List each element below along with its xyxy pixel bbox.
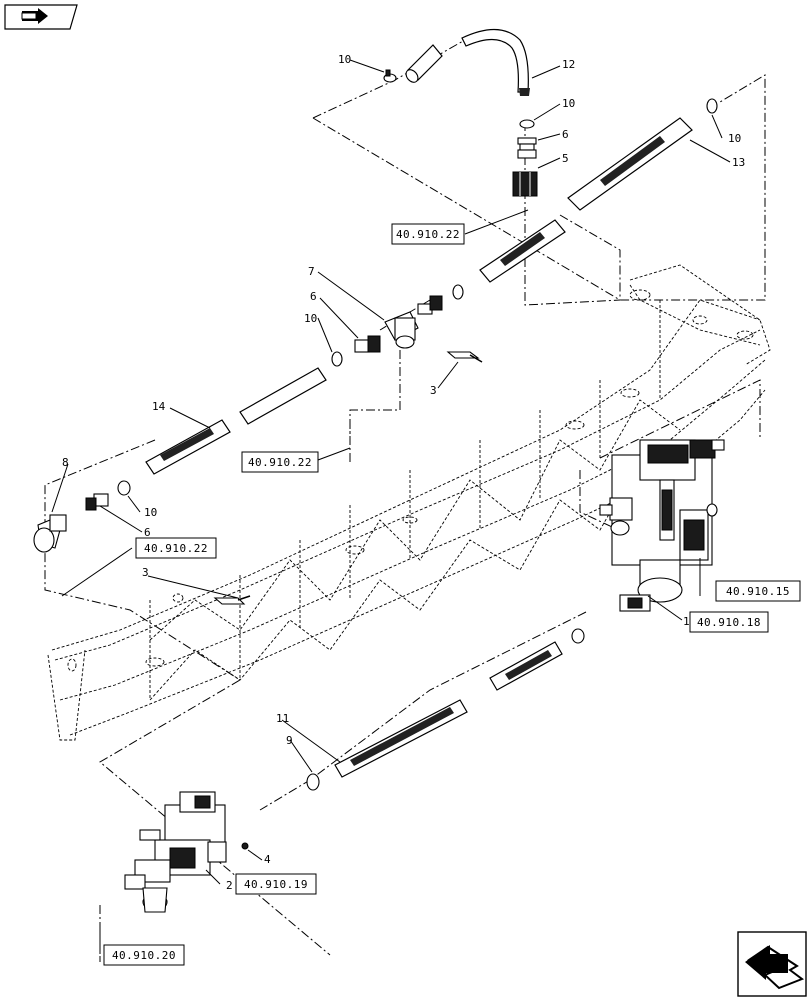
callout-10-right: 10 <box>728 132 741 145</box>
callout-7: 7 <box>308 265 315 278</box>
coupler-tube-top <box>405 44 443 83</box>
callout-10-top: 10 <box>338 53 351 66</box>
hose-14 <box>145 367 327 475</box>
nut-5 <box>512 171 538 197</box>
bracket-3-lower <box>213 595 251 605</box>
clamp-10-right-lower <box>571 628 585 644</box>
elbow-8 <box>33 514 67 553</box>
callout-3-lower: 3 <box>142 566 149 579</box>
fitting-6-mid <box>354 335 381 353</box>
callout-5: 5 <box>562 152 569 165</box>
assembly-centerlines <box>44 36 766 962</box>
callout-13: 13 <box>732 156 745 169</box>
callout-14: 14 <box>152 400 166 413</box>
hose-12-elbow <box>461 28 530 96</box>
part-4 <box>241 842 249 850</box>
reference-box-left[interactable]: 40.910.22 <box>135 537 217 559</box>
hose-11 <box>334 641 563 778</box>
valve-assembly-2 <box>124 791 227 913</box>
clamp-10-upper-mid <box>452 284 464 300</box>
clamp-10-right <box>706 98 718 114</box>
callout-6-mid: 6 <box>310 290 317 303</box>
next-page-icon[interactable] <box>737 931 807 997</box>
clamp-10-coupler <box>519 119 535 129</box>
callout-10-coupler: 10 <box>562 97 575 110</box>
reference-box-18[interactable]: 40.910.18 <box>689 611 769 633</box>
callouts: 10 12 10 6 5 10 13 7 6 10 3 14 8 10 6 3 … <box>62 53 745 892</box>
hose-13 <box>479 117 693 283</box>
fitting-right-of-tee <box>417 295 443 315</box>
back-to-index-icon[interactable] <box>4 4 78 30</box>
reference-label-18: 40.910.18 <box>697 616 761 629</box>
fitting-6-left <box>85 493 109 511</box>
callout-11: 11 <box>276 712 289 725</box>
reference-box-20[interactable]: 40.910.20 <box>103 944 185 966</box>
reference-label-19: 40.910.19 <box>244 878 308 891</box>
reference-label-20: 40.910.20 <box>112 949 176 962</box>
clamp-10-top <box>383 69 397 83</box>
clamp-9 <box>306 773 320 791</box>
callout-6-left: 6 <box>144 526 151 539</box>
callout-2: 2 <box>226 879 233 892</box>
callout-10-left: 10 <box>144 506 157 519</box>
reference-box-top[interactable]: 40.910.22 <box>391 223 465 245</box>
callout-1: 1 <box>683 615 690 628</box>
callout-4: 4 <box>264 853 271 866</box>
valve-assembly-1 <box>599 439 725 612</box>
reference-box-mid[interactable]: 40.910.22 <box>241 451 319 473</box>
reference-label-15: 40.910.15 <box>726 585 790 598</box>
reference-label-top: 40.910.22 <box>396 228 460 241</box>
callout-10-mid: 10 <box>304 312 317 325</box>
reference-label-mid: 40.910.22 <box>248 456 312 469</box>
clamp-10-left <box>117 480 131 496</box>
callout-3-upper: 3 <box>430 384 437 397</box>
callout-9: 9 <box>286 734 293 747</box>
callout-6-top: 6 <box>562 128 569 141</box>
fitting-6-top <box>517 137 537 159</box>
reference-box-15[interactable]: 40.910.15 <box>715 580 801 602</box>
reference-box-19[interactable]: 40.910.19 <box>235 873 317 895</box>
callout-8: 8 <box>62 456 69 469</box>
callout-12: 12 <box>562 58 575 71</box>
bracket-3-upper <box>446 351 483 363</box>
tee-fitting-7 <box>384 311 419 349</box>
reference-label-left: 40.910.22 <box>144 542 208 555</box>
leader-lines <box>51 59 731 954</box>
clamp-10-mid <box>331 351 343 367</box>
